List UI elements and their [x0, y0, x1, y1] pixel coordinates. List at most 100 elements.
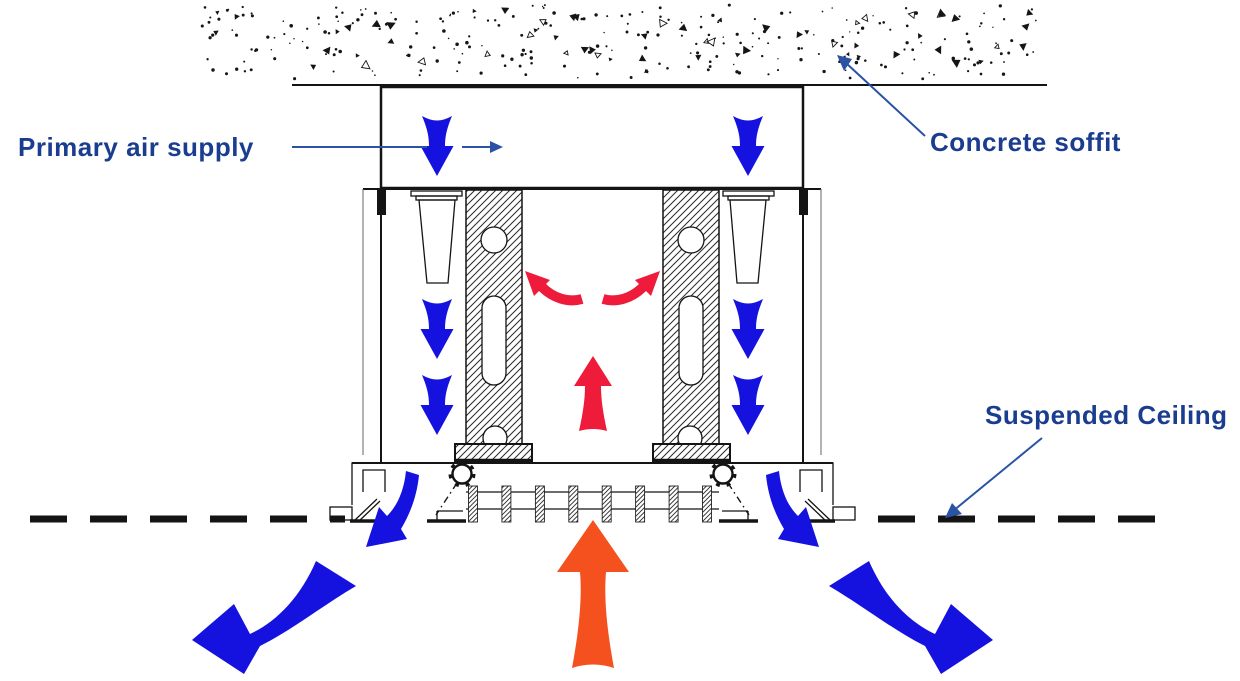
concrete-speck	[241, 13, 245, 17]
concrete-speck	[905, 24, 909, 28]
concrete-speck	[1025, 53, 1029, 56]
concrete-speck	[883, 65, 888, 69]
concrete-aggregate-speck	[1019, 43, 1027, 51]
concrete-aggregate-speck	[1021, 23, 1030, 31]
concrete-speck	[249, 68, 253, 72]
concrete-speck	[817, 52, 820, 56]
annotation-suspended-ceiling: Suspended Ceiling	[945, 400, 1227, 518]
concrete-speck	[777, 58, 779, 60]
concrete-speck	[813, 34, 815, 36]
concrete-speck	[620, 14, 624, 18]
concrete-speck	[529, 50, 533, 54]
concrete-speck	[217, 17, 221, 21]
concrete-speck	[656, 33, 660, 37]
concrete-speck	[1034, 19, 1037, 22]
concrete-speck	[696, 51, 700, 55]
concrete-aggregate-speck	[608, 57, 613, 62]
concrete-speck	[789, 11, 792, 14]
grille-slat	[702, 485, 712, 523]
concrete-aggregate-speck	[762, 24, 771, 33]
concrete-speck	[872, 15, 874, 17]
concrete-speck	[595, 44, 600, 48]
concrete-aggregate-speck	[917, 33, 923, 39]
concrete-speck	[717, 21, 720, 24]
concrete-speck	[989, 61, 993, 64]
concrete-speck	[337, 20, 339, 23]
discharge-small-right	[766, 471, 819, 547]
grille-bracket-left	[436, 510, 463, 520]
concrete-speck	[289, 24, 294, 28]
hinge-right-teeth	[709, 460, 737, 488]
concrete-speck	[449, 14, 451, 17]
concrete-speck	[289, 42, 291, 44]
concrete-speck	[481, 45, 483, 47]
induced-split-head-left	[525, 271, 550, 296]
concrete-aggregate-speck	[526, 30, 535, 39]
drain-tray-right	[652, 443, 731, 464]
concrete-speck	[235, 67, 239, 71]
supply-direction-arrow-head	[490, 141, 503, 153]
concrete-speck	[582, 17, 586, 21]
concrete-aggregate-speck	[804, 30, 810, 35]
concrete-speck	[374, 74, 376, 77]
concrete-speck	[270, 48, 273, 51]
concrete-speck	[680, 21, 683, 24]
induced-split-head-right	[635, 271, 660, 296]
concrete-speck	[207, 20, 211, 24]
concrete-speck	[854, 60, 859, 65]
concrete-speck	[449, 13, 452, 16]
concrete-speck	[335, 15, 339, 19]
concrete-speck	[316, 16, 320, 20]
concrete-speck	[266, 35, 270, 39]
concrete-speck	[227, 8, 230, 11]
concrete-speck	[468, 45, 471, 49]
concrete-speck	[241, 5, 244, 9]
concrete-speck	[209, 16, 212, 19]
concrete-speck	[967, 58, 970, 61]
concrete-speck	[364, 8, 367, 10]
concrete-speck	[643, 46, 648, 50]
concrete-aggregate-speck	[796, 31, 804, 39]
concrete-speck	[334, 47, 338, 51]
concrete-speck	[658, 6, 662, 10]
concrete-aggregate-speck	[907, 11, 916, 20]
concrete-aggregate-speck	[322, 46, 331, 55]
concrete-speck	[666, 67, 669, 70]
concrete-speck	[767, 73, 770, 76]
concrete-speck	[224, 72, 229, 76]
concrete-speck	[722, 42, 725, 45]
concrete-speck	[951, 56, 956, 61]
concrete-speck	[628, 13, 632, 16]
grille-slat	[468, 485, 478, 523]
concrete-speck	[441, 20, 445, 23]
concrete-aggregate-speck	[594, 52, 602, 59]
concrete-aggregate-speck	[589, 46, 596, 55]
unit-casing	[352, 85, 833, 464]
concrete-speck	[351, 22, 354, 25]
concrete-speck	[394, 17, 397, 21]
concrete-speck	[641, 11, 644, 13]
concrete-speck	[751, 32, 754, 35]
nozzle-left-cone	[418, 199, 456, 284]
concrete-speck	[680, 34, 683, 37]
concrete-speck	[208, 36, 212, 40]
concrete-speck	[497, 24, 501, 27]
annotation-primary-air-supply: Primary air supply	[18, 132, 503, 162]
concrete-speck	[966, 69, 970, 73]
discharge-big-left	[192, 561, 356, 674]
concrete-speck	[848, 76, 852, 80]
concrete-speck	[933, 73, 935, 76]
concrete-speck	[967, 40, 971, 44]
concrete-speck	[695, 42, 698, 46]
concrete-speck	[603, 31, 605, 34]
concrete-aggregate-speck	[371, 19, 381, 28]
concrete-speck	[821, 10, 824, 13]
concrete-speck	[831, 7, 833, 9]
concrete-speck	[451, 11, 455, 15]
concrete-aggregate-speck	[344, 24, 352, 32]
concrete-speck	[1001, 72, 1006, 76]
concrete-aggregate-speck	[695, 54, 702, 61]
grille-slat	[501, 485, 512, 523]
nozzle-right	[722, 190, 775, 284]
